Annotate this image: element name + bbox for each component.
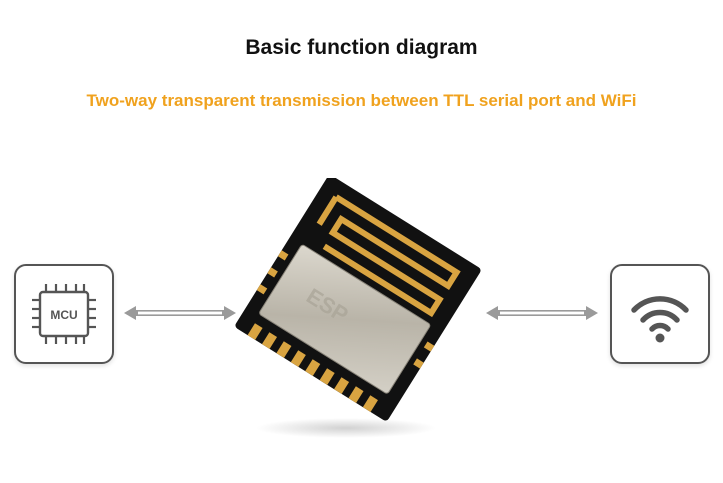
antenna-trace (322, 194, 461, 318)
bidirectional-arrow-right (486, 306, 598, 320)
wifi-module-pcb: ESP (235, 178, 481, 438)
mcu-label: MCU (50, 308, 77, 322)
module-shadow (256, 418, 436, 438)
mcu-box: MCU (14, 264, 114, 364)
wifi-box (610, 264, 710, 364)
bidirectional-arrow-left (124, 306, 236, 320)
shield-can (259, 244, 431, 394)
chip-icon: MCU (32, 284, 96, 344)
wifi-icon (631, 296, 689, 343)
diagram-title: Basic function diagram (245, 36, 478, 59)
diagram-subtitle: Two-way transparent transmission between… (86, 91, 637, 110)
gold-pads (247, 323, 378, 412)
